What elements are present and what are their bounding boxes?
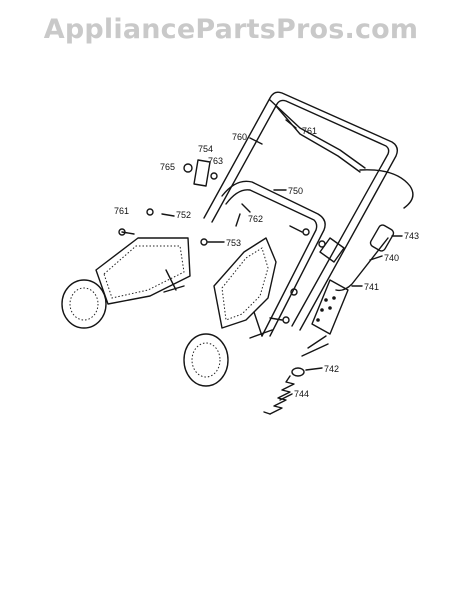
upper-handle-760 [203, 91, 399, 331]
label-754: 754 [198, 144, 213, 154]
label-740: 740 [384, 253, 399, 263]
lower-handle-750 [221, 180, 326, 337]
label-743: 743 [404, 231, 419, 241]
leader-lines [161, 119, 403, 401]
cable [359, 169, 414, 209]
label-750: 750 [288, 186, 303, 196]
bolts [118, 208, 326, 324]
watermark-text: AppliancePartsPros.com [43, 14, 419, 45]
label-744: 744 [294, 389, 309, 399]
label-742: 742 [324, 364, 339, 374]
bracket-741 [311, 279, 349, 335]
cable-lower [335, 237, 389, 292]
label-760: 760 [232, 132, 247, 142]
knob-assembly [183, 159, 218, 187]
label-752: 752 [176, 210, 191, 220]
label-741: 741 [364, 282, 379, 292]
label-753: 753 [226, 238, 241, 248]
label-763: 763 [208, 156, 223, 166]
label-762: 762 [248, 214, 263, 224]
spring-744 [263, 375, 295, 415]
deck-right [183, 237, 277, 387]
clip-742 [291, 335, 329, 377]
deck-left [61, 237, 191, 329]
cable-sleeve-743 [369, 224, 395, 252]
label-761-left: 761 [114, 206, 129, 216]
label-765: 765 [160, 162, 175, 172]
label-761-top: 761 [302, 126, 317, 136]
